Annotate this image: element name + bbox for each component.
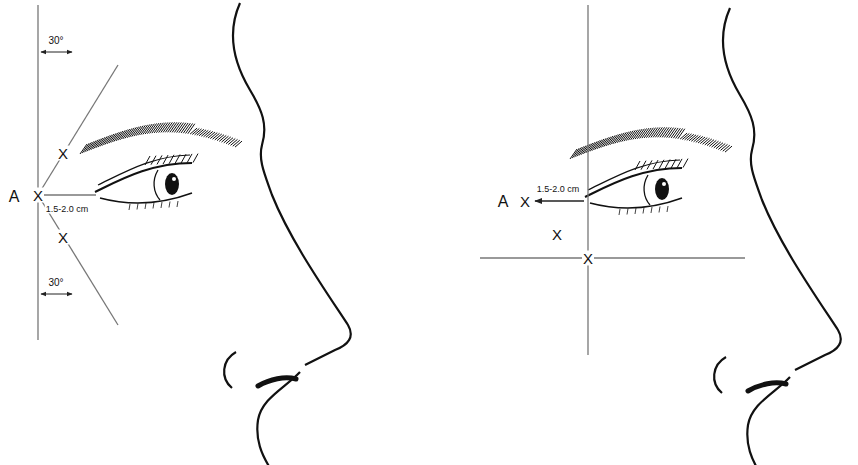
point-mark: X (551, 227, 563, 242)
right-guides (480, 5, 745, 355)
dimension-label: 1.5-2.0 cm (536, 185, 581, 194)
left-guides (38, 5, 118, 340)
point-mark: X (57, 146, 69, 161)
angle-label: 30° (47, 36, 64, 46)
point-mark: X (32, 188, 44, 203)
point-mark: X (582, 251, 594, 266)
dimension-label: 1.5-2.0 cm (45, 205, 90, 214)
angle-label: 30° (47, 278, 64, 288)
point-letter: A (8, 189, 21, 205)
point-mark: X (519, 194, 531, 209)
point-letter: A (497, 194, 510, 210)
point-mark: X (57, 230, 69, 245)
